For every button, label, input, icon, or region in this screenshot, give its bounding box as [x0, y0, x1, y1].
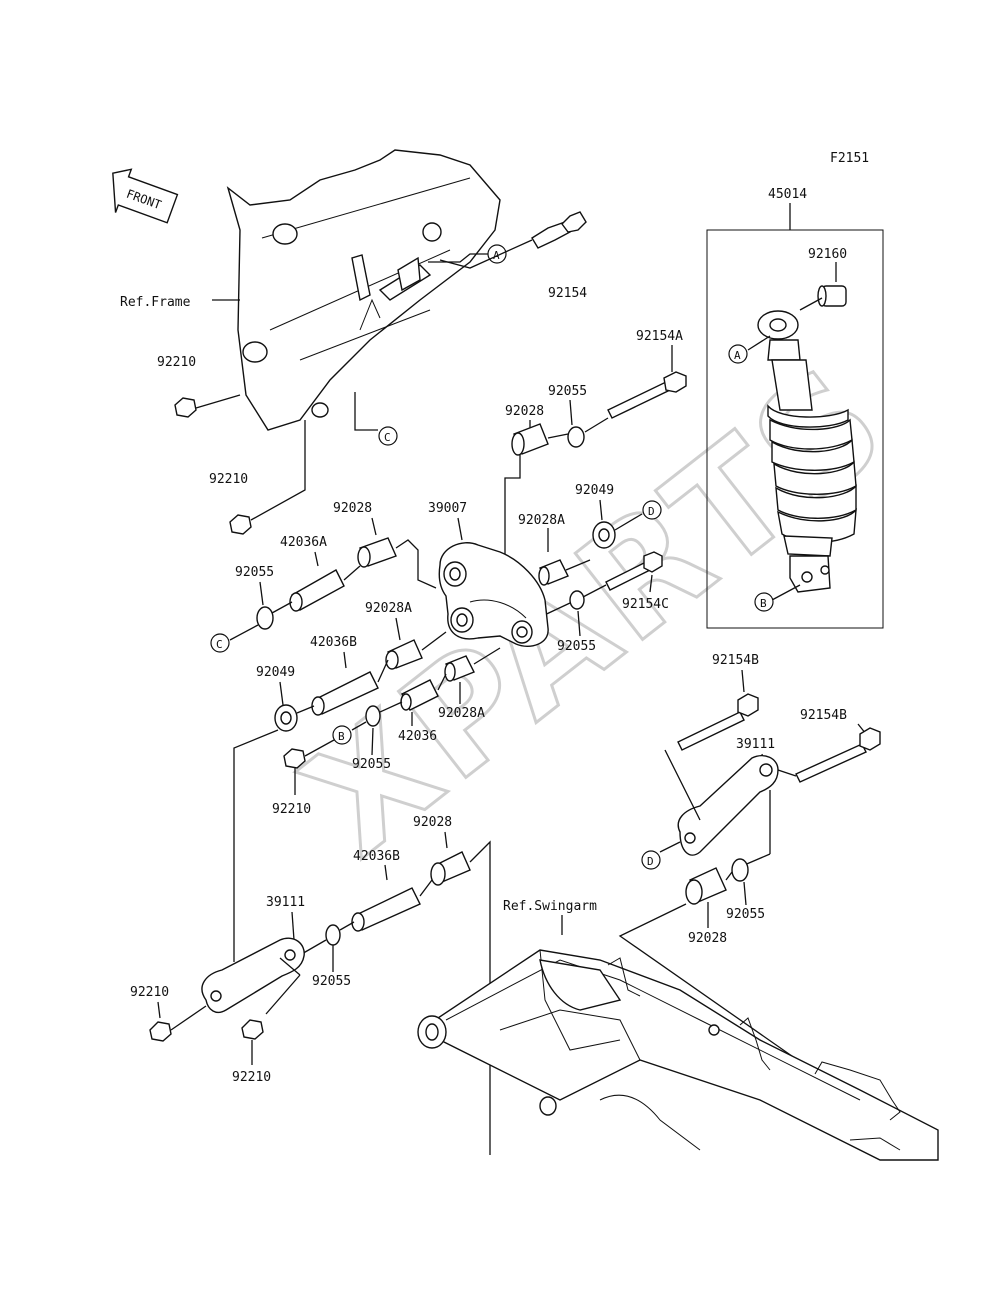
label-92154B-a: 92154B [712, 653, 759, 668]
label-39007: 39007 [428, 501, 467, 516]
linkage-plate-39111-b [201, 937, 305, 1014]
label-92210-e: 92210 [232, 1070, 271, 1085]
label-92055-c: 92055 [235, 565, 274, 580]
ref-marker-b-shock [754, 592, 774, 612]
ref-marker-d-lower [641, 850, 661, 870]
label-92154A: 92154A [636, 329, 683, 344]
oring-92055-c [256, 606, 274, 630]
bolt-92154B-b [795, 727, 881, 783]
collar-42036A [289, 569, 345, 612]
bushing-92028A-a [538, 559, 569, 586]
nut-92210-b [229, 514, 252, 535]
label-92055-e: 92055 [726, 907, 765, 922]
bolt-92154A [607, 371, 687, 419]
label-92154C: 92154C [622, 597, 669, 612]
bolt-92154 [531, 211, 587, 249]
oring-92055-e [731, 858, 749, 882]
ref-frame-label: Ref.Frame [120, 295, 191, 310]
label-92055-f: 92055 [312, 974, 351, 989]
bushing-92028-a [511, 423, 549, 456]
label-92028A-b: 92028A [365, 601, 412, 616]
ref-marker-c-left [210, 633, 230, 653]
label-42036B-b: 42036B [353, 849, 400, 864]
label-92028-c: 92028 [688, 931, 727, 946]
oring-92055-d [365, 705, 381, 727]
ref-marker-b-left [332, 725, 352, 745]
label-42036: 42036 [398, 729, 437, 744]
label-42036B-a: 42036B [310, 635, 357, 650]
nut-92210-d [149, 1021, 172, 1042]
collar-42036B-a [311, 671, 379, 716]
collar-92160 [817, 285, 847, 307]
collar-42036 [400, 679, 439, 711]
nut-92210-c [283, 748, 306, 769]
front-arrow-icon: FRONT [112, 168, 179, 224]
shock-absorber [757, 310, 857, 593]
ref-marker-c-left-label: C [216, 638, 223, 651]
label-92028A-c: 92028A [438, 706, 485, 721]
ref-marker-d-lower-label: D [647, 855, 654, 868]
label-92210-a: 92210 [157, 355, 196, 370]
bolt-92154C [605, 551, 663, 591]
shock-box [706, 229, 884, 629]
label-92028A-a: 92028A [518, 513, 565, 528]
label-92028-b: 92028 [333, 501, 372, 516]
bushing-92028-d [430, 851, 471, 886]
label-92210-d: 92210 [130, 985, 169, 1000]
label-45014: 45014 [768, 187, 807, 202]
bushing-92028A-b [385, 639, 423, 670]
frame-drawing [226, 149, 501, 431]
label-92028-d: 92028 [413, 815, 452, 830]
label-92154B-b: 92154B [800, 708, 847, 723]
ref-marker-b-shock-label: B [760, 597, 767, 610]
bushing-92028A-c [444, 655, 475, 682]
bolt-92154B-a [677, 693, 759, 751]
swingarm-drawing [417, 949, 939, 1161]
ref-swingarm-label: Ref.Swingarm [503, 899, 597, 914]
label-92028-a: 92028 [505, 404, 544, 419]
linkage-39007 [438, 542, 549, 647]
label-92210-c: 92210 [272, 802, 311, 817]
label-92049-b: 92049 [256, 665, 295, 680]
oring-92055-a [567, 426, 585, 448]
label-92055-b: 92055 [557, 639, 596, 654]
ref-marker-a-shock [728, 344, 748, 364]
label-92055-d: 92055 [352, 757, 391, 772]
oring-92055-f [325, 924, 341, 946]
ref-marker-d-upper [642, 500, 662, 520]
ref-marker-c-frame-label: C [384, 431, 391, 444]
label-92210-b: 92210 [209, 472, 248, 487]
ref-marker-d-upper-label: D [648, 505, 655, 518]
bushing-92028-c [685, 867, 727, 905]
label-39111-a: 39111 [736, 737, 775, 752]
ref-marker-c-frame [378, 426, 398, 446]
nut-92210-a [174, 397, 197, 418]
oring-92055-b [569, 590, 585, 610]
figure-code: F2151 [830, 151, 869, 166]
ref-marker-b-left-label: B [338, 730, 345, 743]
collar-42036B-b [351, 887, 421, 932]
label-92055-a: 92055 [548, 384, 587, 399]
ref-marker-a-shock-label: A [734, 349, 741, 362]
label-92154: 92154 [548, 286, 587, 301]
label-92049-a: 92049 [575, 483, 614, 498]
bushing-92028-b [357, 537, 397, 568]
label-92160: 92160 [808, 247, 847, 262]
label-39111-b: 39111 [266, 895, 305, 910]
label-42036A: 42036A [280, 535, 327, 550]
nut-92210-e [241, 1019, 264, 1040]
